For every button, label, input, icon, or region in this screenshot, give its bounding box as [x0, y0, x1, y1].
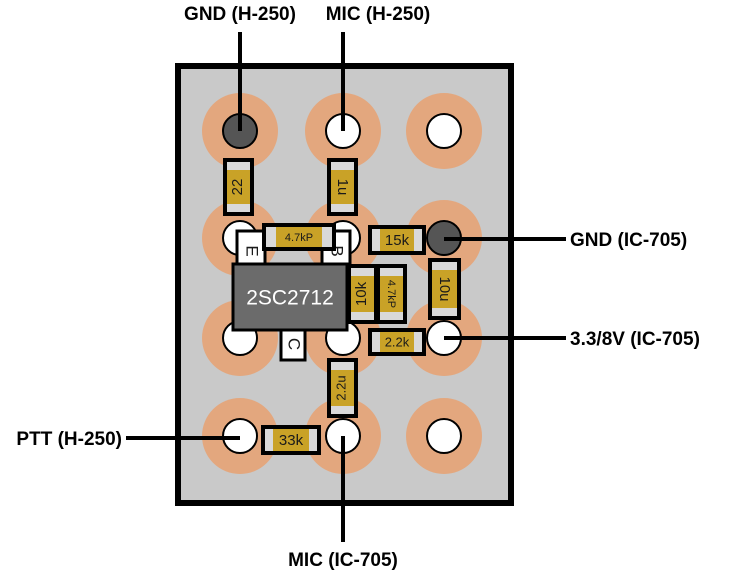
- label-mic-ic705: MIC (IC-705): [288, 550, 398, 571]
- label-mic-h250: MIC (H-250): [326, 4, 431, 25]
- component-c47kp-top: 4.7kP: [262, 223, 336, 251]
- component-c10u-label: 10u: [436, 276, 453, 301]
- component-r15k-label: 15k: [385, 232, 410, 249]
- label-gnd-h250: GND (H-250): [184, 4, 296, 25]
- component-r22: 22: [223, 158, 254, 216]
- transistor-pin-e-label: E: [243, 245, 262, 256]
- transistor-pin-b-label: B: [328, 245, 347, 256]
- label-ptt-h250: PTT (H-250): [16, 429, 122, 450]
- component-c47kp-vert-label: 4.7kP: [385, 280, 397, 308]
- component-c1u: 1u: [327, 158, 358, 216]
- label-v-ic705: 3.3/8V (IC-705): [570, 329, 700, 350]
- component-c2-2u: 2.2u: [327, 358, 358, 418]
- pad-r4c3: [406, 398, 482, 474]
- transistor-pin-c-label: C: [285, 338, 304, 350]
- component-c1u-label: 1u: [334, 179, 351, 196]
- component-r33k: 33k: [261, 425, 321, 455]
- transistor-pin-c: [279, 326, 307, 362]
- component-r10k: 10k: [347, 264, 378, 324]
- component-r2-2k-label: 2.2k: [385, 334, 410, 349]
- component-r22-label: 22: [229, 179, 246, 196]
- component-c47kp-vert: 4.7kP: [376, 264, 407, 324]
- component-c10u: 10u: [428, 258, 461, 320]
- label-gnd-ic705: GND (IC-705): [570, 230, 687, 251]
- component-c47kp-top-label: 4.7kP: [285, 232, 313, 244]
- component-r2-2k: 2.2k: [368, 328, 426, 356]
- transistor-part-label: 2SC2712: [246, 287, 334, 310]
- wires: [126, 32, 566, 542]
- pad-r1c3: [406, 93, 482, 169]
- component-c2-2u-label: 2.2u: [333, 375, 348, 400]
- component-r10k-label: 10k: [353, 281, 370, 306]
- component-r33k-label: 33k: [279, 432, 304, 449]
- component-r15k: 15k: [368, 225, 426, 255]
